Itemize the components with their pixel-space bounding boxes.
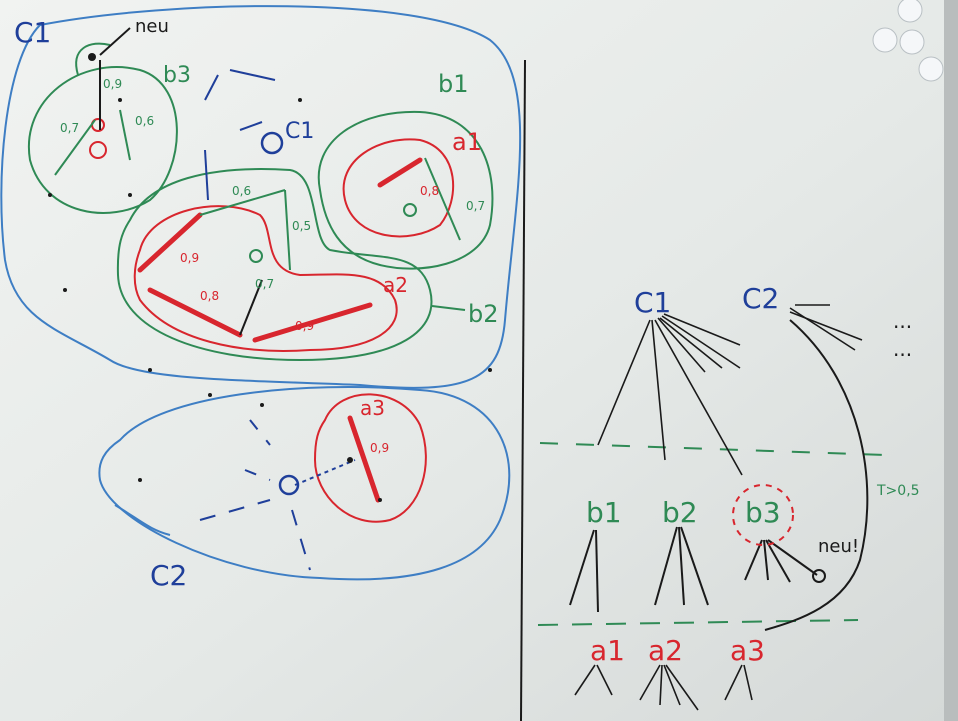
data-points — [48, 53, 492, 502]
c1-center-node — [260, 131, 284, 155]
bottom-dashed-line — [537, 619, 859, 626]
b2-center-node — [249, 249, 263, 263]
left-b3-label: b3 — [163, 63, 191, 88]
weight-label: 0,6 — [135, 114, 154, 128]
dark-edges — [99, 27, 263, 336]
tree-edges-b1 — [569, 529, 599, 613]
left-c1-center-label: C1 — [285, 119, 314, 144]
cluster-c2-tail — [114, 504, 171, 536]
b3-stem — [75, 42, 111, 76]
red-edges — [137, 157, 423, 503]
left-b2-label: b2 — [468, 300, 499, 328]
tree-edges-b3 — [744, 539, 818, 583]
cluster-a2-outline — [133, 205, 398, 352]
tree-edges-c1 — [597, 313, 743, 476]
right-a2-label: a2 — [648, 634, 683, 667]
right-threshold: T>0,5 — [876, 483, 920, 499]
new-node — [812, 569, 826, 583]
right-a3-label: a3 — [730, 634, 765, 667]
right-b1-label: b1 — [586, 496, 622, 529]
left-c2-label: C2 — [150, 559, 187, 592]
green-edges — [54, 109, 461, 271]
right-a1-label: a1 — [590, 634, 625, 667]
divider-line — [520, 59, 526, 721]
cluster-c1-outline — [0, 5, 522, 389]
weight-label: 0,8 — [420, 184, 439, 198]
weight-label: 0,7 — [466, 199, 485, 213]
left-weights: 0,7 0,6 0,9 0,6 0,5 0,9 0,8 0,7 0,9 0,8 … — [60, 77, 485, 455]
right-neu-label: neu! — [818, 536, 859, 557]
b3-dashed-highlight — [732, 484, 794, 546]
weight-label: 0,6 — [232, 184, 251, 198]
right-dots-1: ... — [893, 309, 912, 333]
cluster-b2-outline — [116, 168, 433, 362]
cluster-a3-outline — [313, 393, 427, 523]
board-frame — [944, 0, 958, 721]
tree-edges-b2 — [654, 526, 709, 606]
weight-label: 0,9 — [103, 77, 122, 91]
c2-center-node — [278, 474, 300, 496]
left-c1-label: C1 — [14, 16, 51, 49]
left-neu-label: neu — [135, 16, 169, 37]
left-a3-label: a3 — [360, 396, 385, 420]
tree-edges-c2 — [789, 304, 863, 351]
right-c1-label: C1 — [634, 286, 671, 319]
weight-label: 0,7 — [255, 277, 274, 291]
magnets — [872, 0, 944, 82]
right-b3-label: b3 — [745, 496, 781, 529]
weight-label: 0,9 — [370, 441, 389, 455]
weight-label: 0,7 — [60, 121, 79, 135]
c2-big-curve — [764, 319, 869, 631]
weight-label: 0,5 — [292, 219, 311, 233]
cluster-c2-outline — [98, 386, 511, 581]
tree-edges-a — [574, 664, 753, 711]
left-b1-label: b1 — [438, 70, 469, 98]
right-dots-2: ... — [893, 337, 912, 361]
blue-edges — [199, 69, 356, 571]
b3-red-node — [89, 141, 107, 159]
b2-connector — [431, 305, 466, 311]
right-c2-label: C2 — [742, 282, 779, 315]
b1-center-node — [403, 203, 417, 217]
right-b2-label: b2 — [662, 496, 698, 529]
left-a1-label: a1 — [452, 128, 482, 156]
weight-label: 0,8 — [200, 289, 219, 303]
cluster-b1-outline — [317, 110, 494, 270]
cluster-b3-outline — [27, 66, 178, 214]
left-a2-label: a2 — [383, 273, 408, 297]
weight-label: 0,9 — [295, 319, 314, 333]
cluster-a1-outline — [342, 138, 455, 238]
weight-label: 0,9 — [180, 251, 199, 265]
